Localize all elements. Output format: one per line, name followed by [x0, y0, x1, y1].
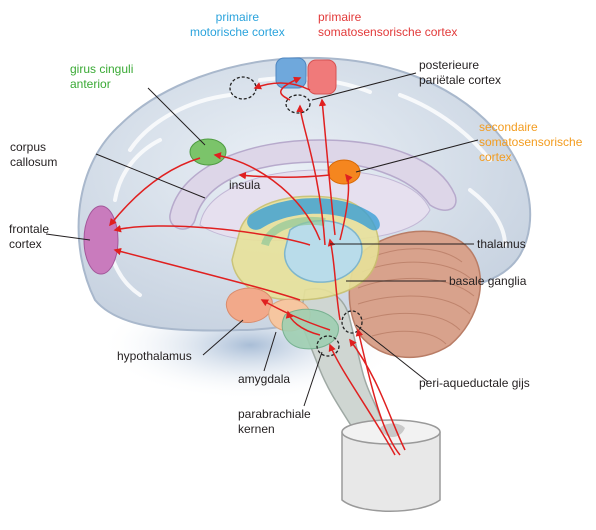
label-hypothalamus: hypothalamus [117, 349, 192, 364]
label-amygdala: amygdala [238, 372, 290, 387]
label-posterior-parietal-cortex: posterieure pariëtale cortex [419, 58, 501, 88]
label-parabrachial-nuclei: parabrachiale kernen [238, 407, 311, 437]
label-anterior-cingulate: girus cinguli anterior [70, 62, 133, 92]
primary-somatosensory-area [308, 60, 336, 94]
label-basal-ganglia: basale ganglia [449, 274, 526, 289]
label-primary-motor-cortex: primaire motorische cortex [190, 10, 285, 40]
label-frontal-cortex: frontale cortex [9, 222, 49, 252]
label-thalamus: thalamus [477, 237, 526, 252]
spinal-cord [342, 420, 440, 511]
label-secondary-somatosensory-cortex: secondaire somatosensorische cortex [479, 120, 582, 165]
label-corpus-callosum: corpus callosum [10, 140, 57, 170]
anterior-cingulate-area [190, 139, 226, 165]
label-insula: insula [229, 178, 260, 193]
secondary-somatosensory-area [328, 160, 360, 184]
hypothalamus-shape [226, 288, 272, 323]
label-periaqueductal-gray: peri-aqueductale gijs [419, 376, 530, 391]
label-primary-somatosensory-cortex: primaire somatosensorische cortex [318, 10, 457, 40]
